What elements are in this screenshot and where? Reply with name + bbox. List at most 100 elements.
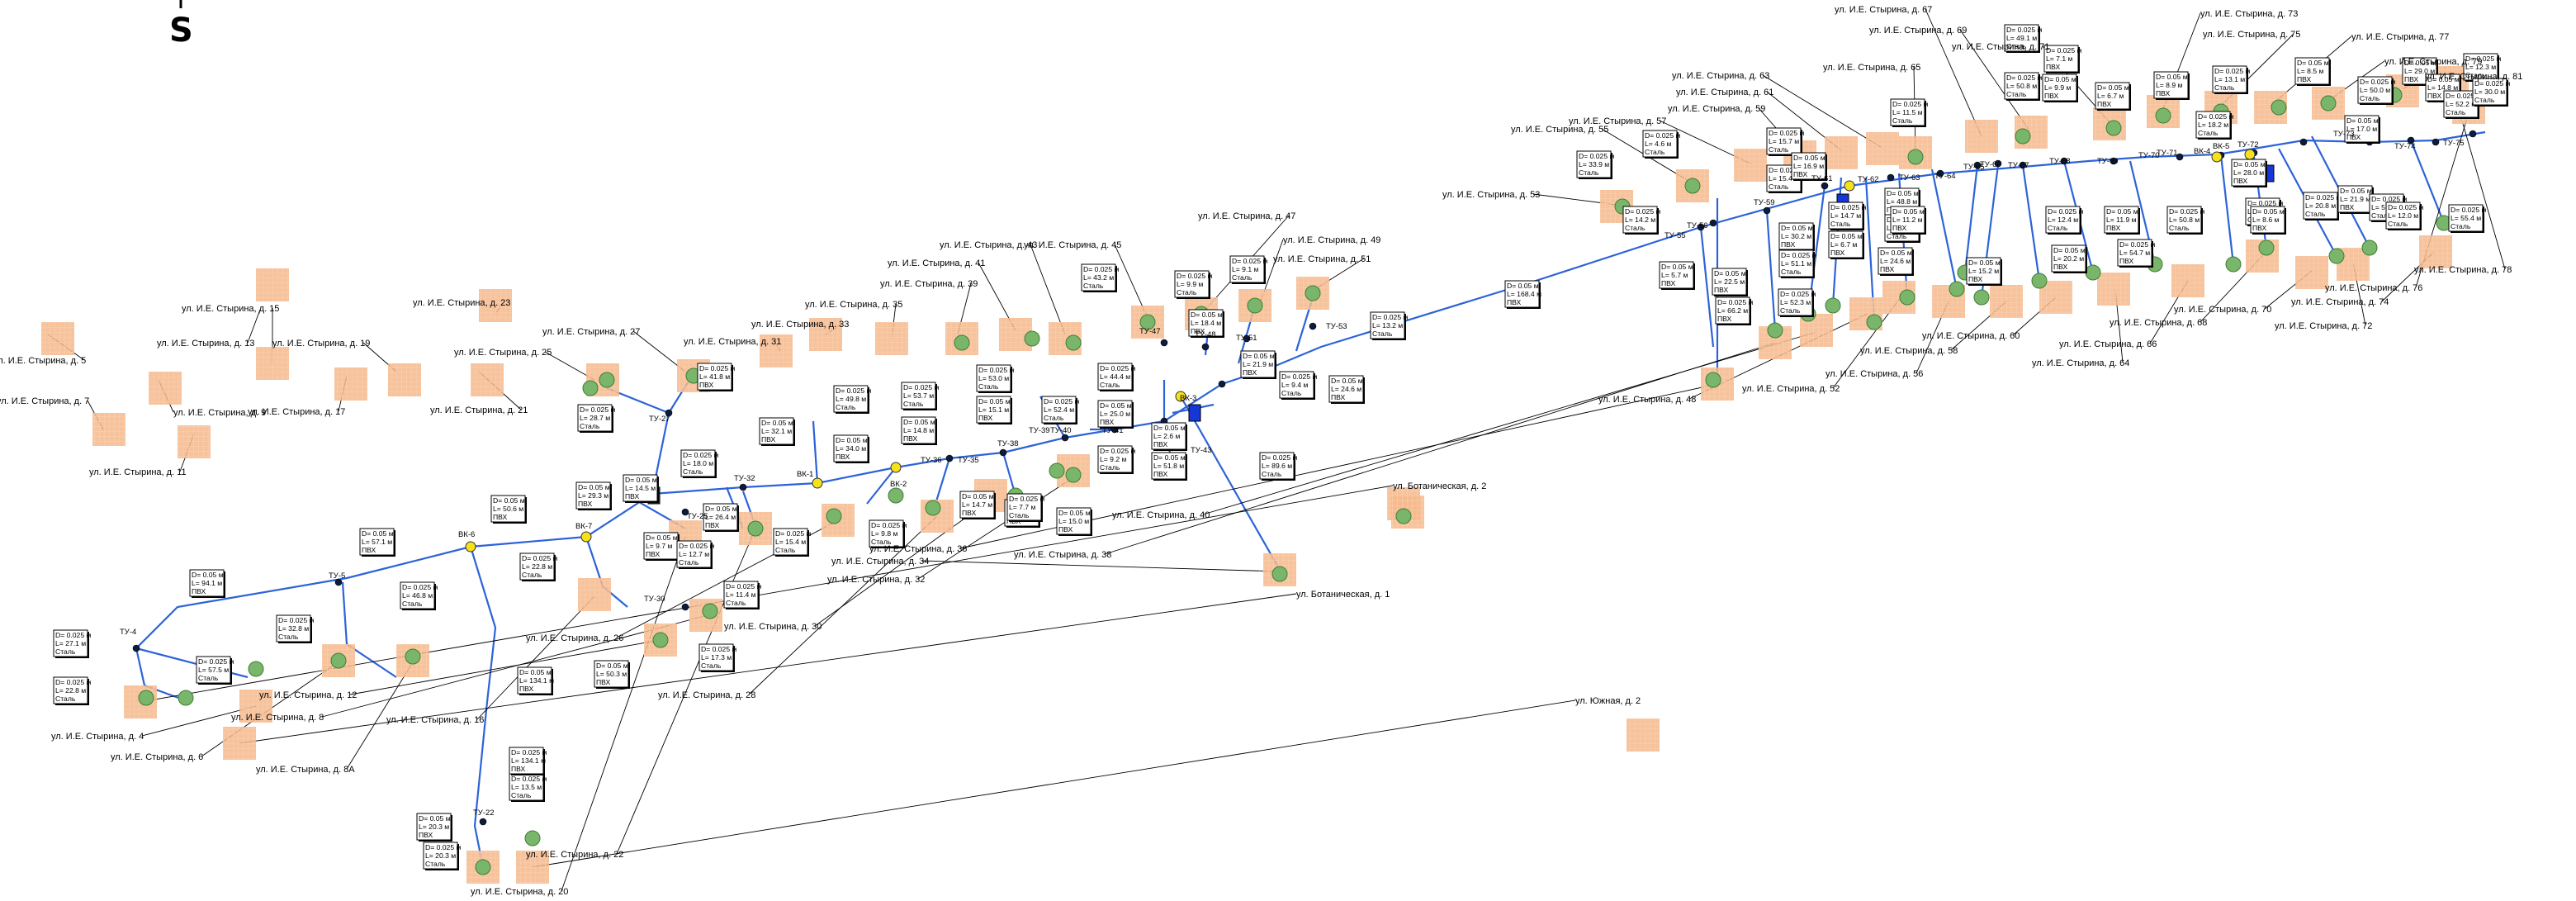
segment-label-box — [1151, 452, 1186, 480]
address-label: ул. И.Е. Стырина, д. 52 — [1742, 384, 1840, 394]
segment-label-line: Сталь — [1769, 145, 1789, 154]
node-label: ТУ-48 — [1195, 330, 1216, 339]
segment-label-line: D= 0.025 м — [2360, 78, 2396, 86]
meter-marker — [1866, 314, 1882, 330]
segment-label-line: L= 27.1 м — [55, 639, 86, 647]
segment-label-box — [1778, 288, 1813, 316]
pipe-segment — [469, 546, 497, 868]
meter-marker — [2105, 120, 2122, 136]
house-plot-hatch — [2295, 256, 2328, 289]
node-label: ТУ-65 — [1963, 163, 1985, 172]
junction-node — [2019, 161, 2027, 169]
segment-label-line: D= 0.025 м — [2451, 206, 2487, 214]
segment-label-line: Сталь — [1780, 306, 1801, 315]
address-label: ул. И.Е. Стырина, д. 16 — [386, 715, 484, 725]
segment-label-line: L= 17.0 м — [2346, 125, 2377, 133]
segment-label-box — [833, 434, 869, 462]
address-label: ул. И.Е. Стырина, д. 19 — [272, 339, 370, 349]
segment-label-line: L= 14.8 м — [903, 426, 934, 434]
segment-label-line: L= 18.0 м — [683, 459, 713, 467]
segment-label-line: L= 30.2 м — [1781, 232, 1811, 240]
segment-label-line: Сталь — [726, 599, 746, 607]
segment-label-box — [901, 416, 936, 444]
segment-label-line: L= 9.9 м — [1177, 280, 1204, 288]
address-label: ул. И.Е. Стырина, д. 70 — [2174, 305, 2271, 315]
segment-label-line: D= 0.05 м — [2340, 187, 2372, 195]
segment-label-line: ПВХ — [2097, 100, 2112, 108]
segment-label-box — [577, 404, 613, 432]
segment-label-line: D= 0.025 м — [701, 645, 737, 653]
address-label: ул. И.Е. Стырина, д. 61 — [1676, 88, 1773, 97]
address-label: ул. И.Е. Стырина, д. 79 — [2384, 57, 2482, 67]
segment-label-line: L= 32.1 м — [761, 427, 792, 435]
segment-label-line: L= 20.8 м — [2305, 202, 2336, 210]
segment-label-line: L= 43.2 м — [1083, 273, 1114, 282]
segment-label-box — [1370, 311, 1405, 339]
segment-label-box — [416, 813, 452, 841]
segment-label-line: Сталь — [2465, 71, 2486, 79]
well-marker — [1844, 180, 1855, 192]
segment-label-line: Сталь — [2360, 94, 2380, 102]
segment-label-line: D= 0.025 м — [425, 843, 462, 851]
segment-label-line: L= 55.4 м — [2451, 214, 2481, 222]
node-labels-layer: ТУ-4ТУ-5ВК-6ВК-7ТУ-22ТУ-25ТУ-27ТУ-30ТУ-3… — [120, 130, 2465, 818]
segment-label-line: Сталь — [2198, 129, 2218, 137]
junction-node — [1936, 169, 1944, 178]
segment-label-line: Сталь — [2006, 90, 2027, 98]
address-label: ул. И.Е. Стырина, д. 38 — [1014, 550, 1111, 560]
address-leader — [561, 536, 686, 892]
segment-label-box — [703, 503, 738, 531]
segment-label-line: Сталь — [1262, 470, 1282, 478]
address-label: ул. И.Е. Стырина, д. 75 — [2203, 30, 2300, 40]
segment-label-line: D= 0.025 м — [1830, 203, 1867, 211]
segment-label-line: L= 11.2 м — [1892, 216, 1923, 224]
segment-label-box — [2357, 76, 2393, 104]
segment-label-line: D= 0.025 м — [2006, 26, 2043, 34]
segment-label-line: D= 0.05 м — [578, 483, 610, 491]
segment-label-box — [2344, 115, 2379, 143]
segment-label-line: L= 89.6 м — [1262, 462, 1292, 470]
junction-node — [2060, 157, 2068, 165]
node-label: ВК-7 — [575, 522, 592, 531]
segment-label-line: L= 28.0 м — [2233, 168, 2264, 177]
segment-label-line: Сталь — [1232, 273, 1252, 282]
node-label: ТУ-53 — [1326, 322, 1347, 331]
meter-marker — [2361, 239, 2378, 256]
address-label: ул. И.Е. Стырина, д. 23 — [413, 298, 510, 308]
segment-label-line: L= 14.7 м — [962, 500, 992, 509]
segment-label-box — [1576, 150, 1612, 178]
pipe-segment — [1699, 226, 1715, 348]
segment-label-line: D= 0.05 м — [596, 662, 628, 670]
address-label: ул. И.Е. Стырина, д. 41 — [888, 258, 985, 268]
segment-label-box — [976, 396, 1011, 424]
address-label: ул. И.Е. Стырина, д. 47 — [1198, 211, 1295, 221]
address-label: ул. И.Е. Стырина, д. 53 — [1442, 190, 1540, 200]
segment-label-box — [2303, 192, 2338, 220]
segment-label-box — [189, 569, 225, 597]
segment-label-line: L= 21.9 м — [2340, 195, 2370, 203]
segment-label-line: D= 0.025 м — [198, 657, 234, 666]
segment-label-line: L= 53.7 м — [903, 391, 934, 400]
segment-label-line: L= 15.4 м — [1769, 174, 1799, 183]
segment-label-line: L= 14.2 м — [1625, 216, 1655, 224]
segment-label-box — [1890, 206, 1925, 234]
segment-label-line: D= 0.025 м — [2214, 67, 2251, 75]
meter-marker — [524, 830, 541, 846]
address-label: ул. И.Е. Стырина, д. 4 — [51, 732, 144, 742]
segment-label-line: L= 30.0 м — [2474, 88, 2505, 96]
junction-node — [2299, 138, 2308, 146]
segment-label-box — [519, 552, 555, 581]
house-plot-hatch — [334, 368, 367, 401]
address-leader — [814, 499, 992, 627]
